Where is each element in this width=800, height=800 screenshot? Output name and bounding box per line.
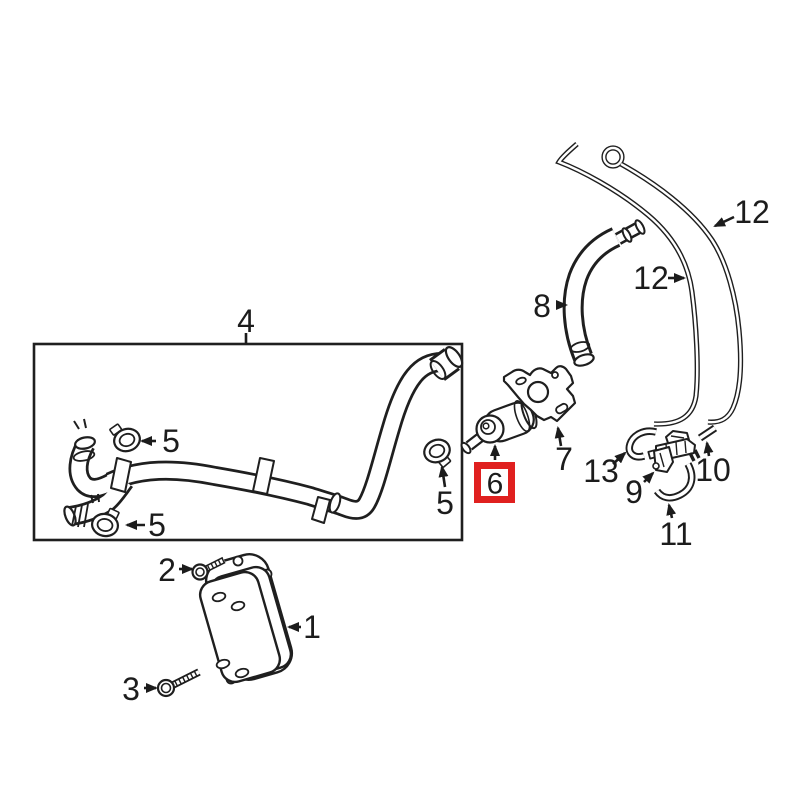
callout-11: 11 (659, 503, 693, 552)
clamp-5-lower-left (90, 507, 120, 538)
callout-2-label: 2 (158, 552, 176, 588)
callout-5c-label: 5 (436, 485, 454, 521)
callout-1-label: 1 (303, 609, 321, 645)
part-1-oil-cooler (198, 553, 294, 685)
callout-4: 4 (237, 303, 255, 344)
callout-5-right: 5 (436, 465, 454, 521)
callout-6-label: 6 (487, 468, 504, 501)
callout-13: 13 (583, 451, 627, 489)
part-13-hose (625, 427, 657, 461)
callout-11-label: 11 (659, 516, 692, 552)
part-7-bracket (502, 365, 577, 423)
callout-9-label: 9 (625, 474, 643, 510)
callout-12a-label: 12 (734, 194, 770, 230)
callout-2: 2 (158, 552, 194, 588)
part-4-hose-assembly (63, 346, 464, 528)
part-11-hose (653, 462, 696, 502)
callout-10: 10 (695, 441, 731, 488)
callout-5a-label: 5 (162, 423, 180, 459)
callout-13-label: 13 (583, 453, 619, 489)
callout-3-label: 3 (122, 671, 140, 707)
callout-12-left: 12 (633, 260, 686, 296)
callout-4-label: 4 (237, 303, 255, 339)
callout-5-lower-left: 5 (125, 507, 166, 543)
part-12-pipe-inner (555, 142, 700, 427)
part-12-pipe-outer (601, 145, 744, 425)
callout-5-upper-left: 5 (140, 423, 180, 459)
callout-7: 7 (554, 426, 573, 477)
part-10-tube (697, 424, 718, 442)
callout-5b-label: 5 (148, 507, 166, 543)
clamp-5-right (423, 438, 452, 468)
callout-9: 9 (625, 471, 655, 510)
callout-12-right: 12 (713, 194, 770, 230)
callout-12b-label: 12 (633, 260, 669, 296)
callout-8-label: 8 (533, 288, 551, 324)
callout-1: 1 (287, 609, 321, 645)
part-6-thermostat-housing (460, 396, 538, 455)
callout-3: 3 (122, 671, 158, 707)
part-3-bolt (156, 668, 201, 698)
part-8-hose (562, 219, 646, 367)
part-9-valve (647, 430, 701, 473)
callout-10-label: 10 (695, 452, 731, 488)
callout-8: 8 (533, 288, 568, 324)
clamp-5-upper-left (109, 423, 141, 453)
callout-7-label: 7 (555, 441, 573, 477)
callout-6-highlighted: 6 (474, 444, 515, 503)
